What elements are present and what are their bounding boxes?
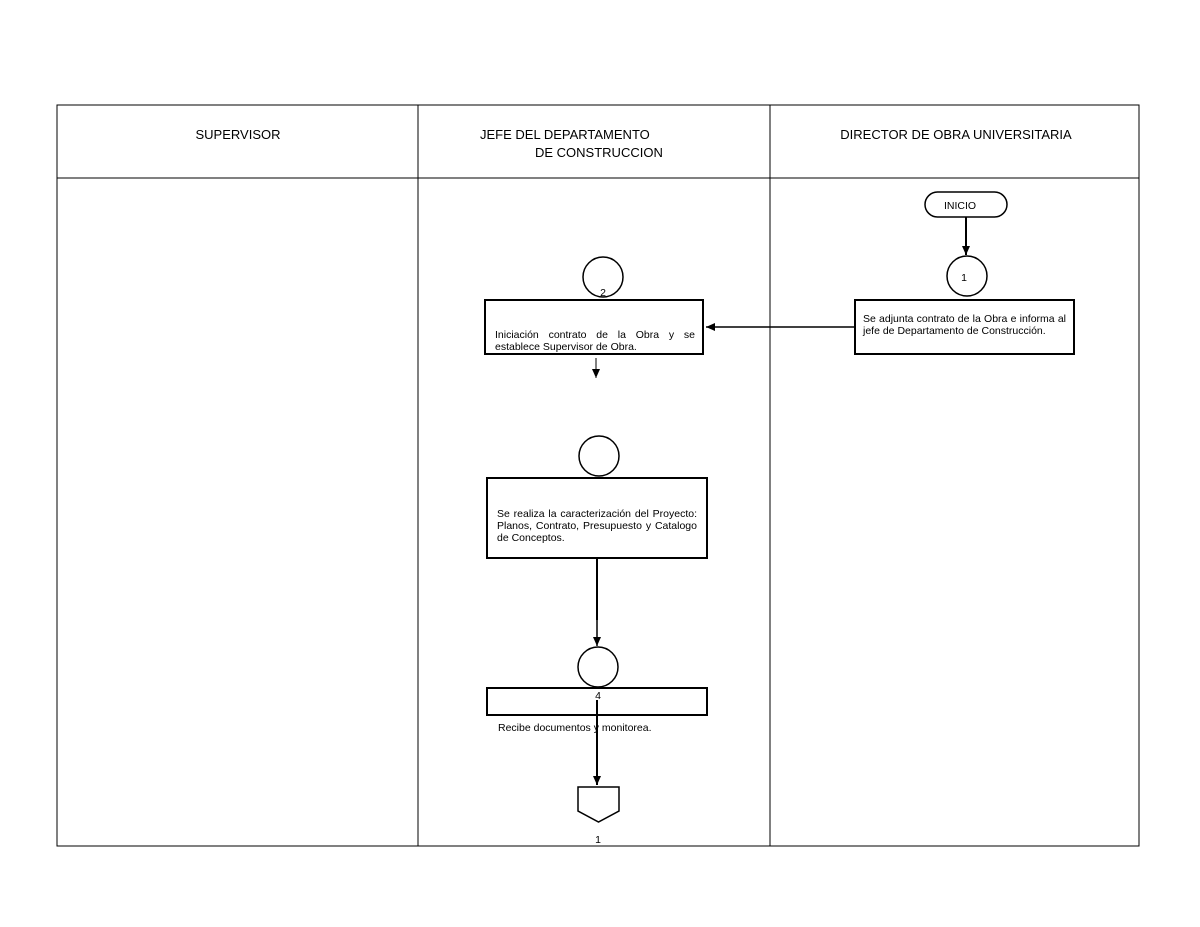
step-2-box xyxy=(484,299,704,355)
start-label: INICIO xyxy=(944,200,976,212)
step-3-text: Se realiza la caracterización del Proyec… xyxy=(497,508,697,544)
connector-3 xyxy=(578,435,620,477)
offpage-connector-label: 1 xyxy=(595,834,601,846)
connector-2 xyxy=(582,256,624,298)
lane-header-jefe-line1: JEFE DEL DEPARTAMENTO xyxy=(480,127,650,142)
connector-1 xyxy=(946,255,988,297)
lane-header-jefe-line2: DE CONSTRUCCION xyxy=(535,145,663,160)
step-4-text: Recibe documentos y monitorea. xyxy=(498,722,652,734)
connector-4 xyxy=(577,646,619,688)
step-2-text: Iniciación contrato de la Obra y se esta… xyxy=(495,329,695,353)
table-border xyxy=(56,104,1140,847)
lane-header-director: DIRECTOR DE OBRA UNIVERSITARIA xyxy=(840,127,1072,142)
step-1-box xyxy=(854,299,1075,355)
connector-2-label: 2 xyxy=(600,287,606,299)
lane-header-supervisor: SUPERVISOR xyxy=(195,127,280,142)
step-1-text: Se adjunta contrato de la Obra e informa… xyxy=(863,313,1066,337)
connector-1-label: 1 xyxy=(961,272,967,284)
swimlane-table xyxy=(56,104,1140,847)
offpage-connector xyxy=(577,786,620,823)
connector-4-label: 4 xyxy=(595,690,601,702)
step-3-box xyxy=(486,477,708,559)
